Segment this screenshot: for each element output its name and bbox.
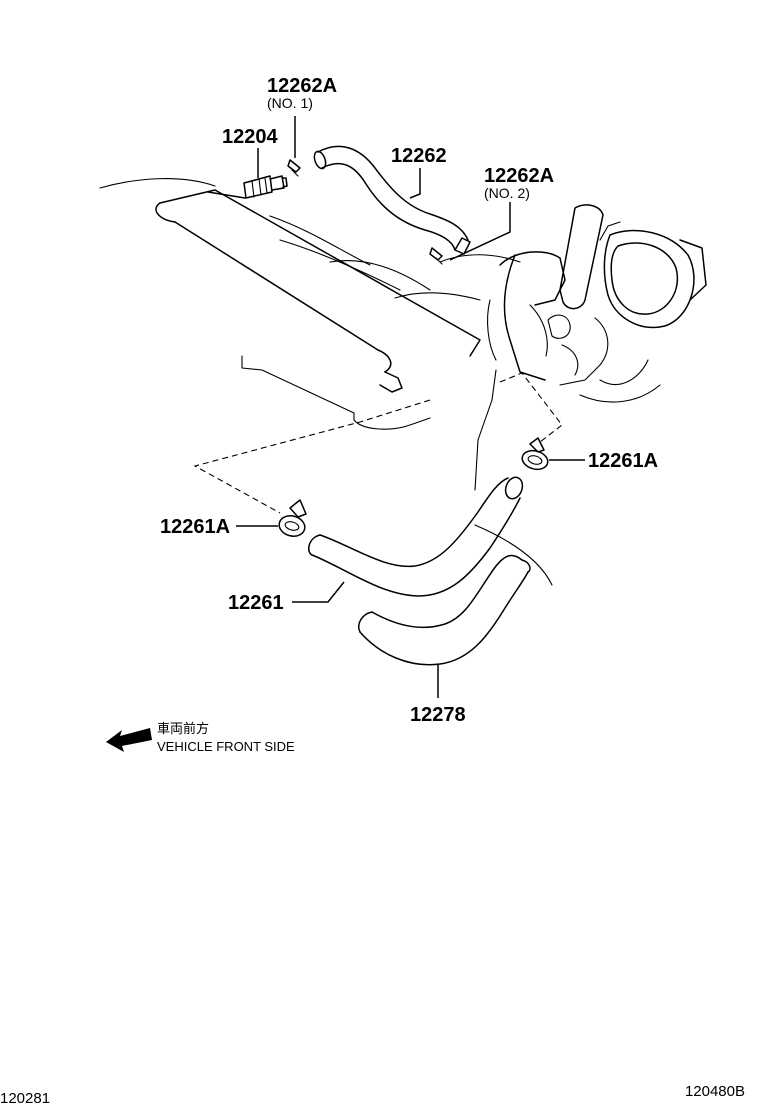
note-no1: (NO. 1) <box>267 95 313 111</box>
engine-outline <box>99 178 707 586</box>
label-12262A-no1: 12262A <box>267 75 337 97</box>
label-12278: 12278 <box>410 704 466 726</box>
note-no2: (NO. 2) <box>484 185 530 201</box>
label-12262A-no2: 12262A <box>484 165 554 187</box>
direction-english: VEHICLE FRONT SIDE <box>157 739 295 754</box>
clamp-12261A-left <box>236 499 307 537</box>
front-direction-indicator: 車両前方 VEHICLE FRONT SIDE <box>106 721 295 754</box>
pcv-valve-12204 <box>243 148 288 199</box>
label-12204: 12204 <box>222 126 278 148</box>
reference-bottom-right: 120480B <box>685 1083 745 1100</box>
clip-12262A-no2 <box>429 202 511 265</box>
label-12261: 12261 <box>228 592 284 614</box>
reference-bottom-left: 120281 <box>0 1090 50 1107</box>
label-12262: 12262 <box>391 145 447 167</box>
direction-japanese: 車両前方 <box>157 721 209 736</box>
hose-12278 <box>358 554 531 698</box>
part-labels: 12262A (NO. 1) 12204 12262 12262A (NO. 2… <box>160 75 658 726</box>
reference-lines <box>193 372 563 514</box>
hose-12262 <box>313 145 471 255</box>
clip-12262A-no1 <box>287 116 301 177</box>
hose-12261 <box>292 476 524 603</box>
clamp-12261A-right <box>521 437 585 471</box>
arrow-left-icon <box>106 728 152 752</box>
label-12261A-left: 12261A <box>160 516 230 538</box>
label-12261A-right: 12261A <box>588 450 658 472</box>
